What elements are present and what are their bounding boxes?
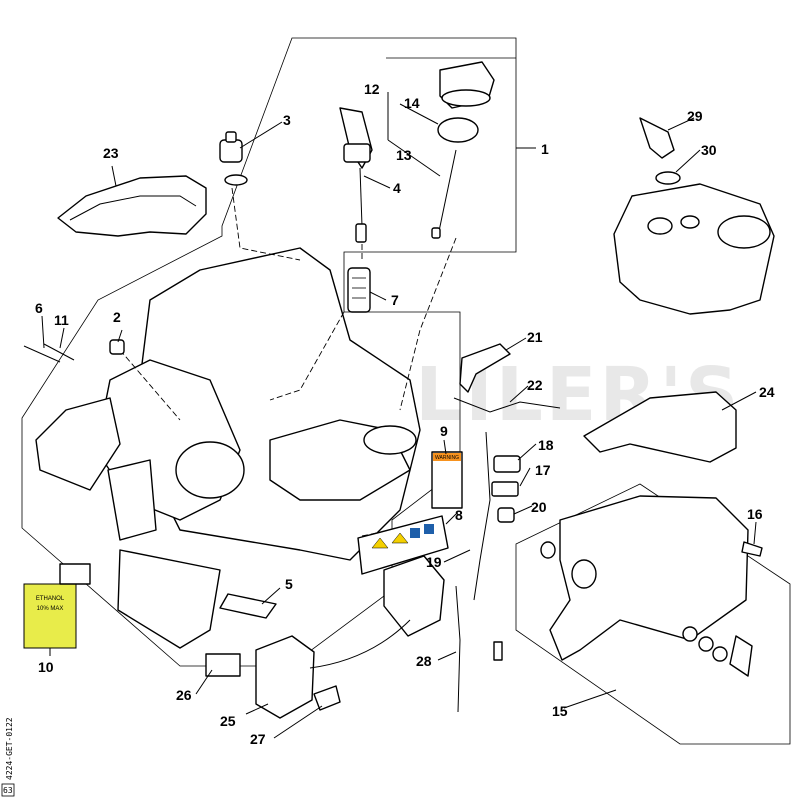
part-13-vent-hose bbox=[437, 149, 457, 237]
callout-23: 23 bbox=[103, 145, 119, 161]
callout-6: 6 bbox=[35, 300, 43, 316]
callout-25: 25 bbox=[220, 713, 236, 729]
part-11-screw bbox=[43, 343, 75, 361]
part-29-valve bbox=[639, 117, 675, 159]
part-25-grip bbox=[255, 635, 315, 719]
callout-4: 4 bbox=[393, 180, 401, 196]
callout-21: 21 bbox=[527, 329, 543, 345]
warning-label-text: WARNING bbox=[435, 455, 459, 461]
callout-2: 2 bbox=[113, 309, 121, 325]
part-9-warning-label: WARNING bbox=[431, 451, 463, 509]
callout-15: 15 bbox=[552, 703, 568, 719]
part-21-lever bbox=[459, 343, 511, 393]
part-8-decal bbox=[357, 515, 449, 575]
part-18-switch-cover bbox=[493, 455, 521, 473]
callout-13: 13 bbox=[396, 147, 412, 163]
part-10-decal: ETHANOL 10% MAX bbox=[23, 583, 77, 649]
part-28-wire bbox=[455, 585, 461, 713]
callout-27: 27 bbox=[250, 731, 266, 747]
svg-text:ETHANOL: ETHANOL bbox=[36, 596, 65, 602]
callout-20: 20 bbox=[531, 499, 547, 515]
svg-text:10% MAX: 10% MAX bbox=[37, 606, 64, 612]
callout-24: 24 bbox=[759, 384, 775, 400]
part-24-cover bbox=[583, 391, 737, 463]
part-19-wire bbox=[473, 431, 491, 601]
callout-7: 7 bbox=[391, 292, 399, 308]
part-30-washer bbox=[655, 171, 681, 185]
callout-28: 28 bbox=[416, 653, 432, 669]
callout-labels: 1 2 3 4 5 6 7 8 9 10 11 12 13 14 15 16 1… bbox=[35, 81, 775, 747]
part-14-gasket bbox=[437, 117, 479, 143]
part-26-pad bbox=[205, 653, 241, 677]
main-housing bbox=[35, 247, 421, 649]
callout-10: 10 bbox=[38, 659, 54, 675]
part-17-switch bbox=[491, 481, 519, 497]
callout-11: 11 bbox=[54, 312, 69, 328]
part-15-handle bbox=[540, 495, 753, 677]
leader-lines bbox=[41, 92, 757, 739]
callout-9: 9 bbox=[440, 423, 448, 439]
part-3-valve bbox=[219, 131, 248, 186]
part-6-screw bbox=[23, 345, 61, 363]
callout-14: 14 bbox=[404, 95, 420, 111]
callout-12: 12 bbox=[364, 81, 380, 97]
part-5-pad bbox=[219, 593, 277, 619]
part-7-fuel-filter bbox=[347, 267, 371, 313]
part-27-screw bbox=[313, 685, 341, 711]
fuel-tank bbox=[613, 183, 775, 315]
callout-17: 17 bbox=[535, 462, 551, 478]
part-16-screw bbox=[741, 541, 763, 557]
corner-mark: 63 bbox=[3, 786, 13, 795]
part-4-fuel-line bbox=[339, 107, 373, 243]
callout-19: 19 bbox=[426, 554, 442, 570]
callout-8: 8 bbox=[455, 507, 463, 523]
part-22-rod bbox=[453, 397, 561, 413]
part-20-clip bbox=[497, 507, 515, 523]
callout-3: 3 bbox=[283, 112, 291, 128]
callout-30: 30 bbox=[701, 142, 717, 158]
callout-18: 18 bbox=[538, 437, 554, 453]
callout-5: 5 bbox=[285, 576, 293, 592]
drawing-code: 4224-GET-0122 bbox=[5, 717, 14, 780]
part-2-plug bbox=[109, 339, 125, 355]
callout-22: 22 bbox=[527, 377, 543, 393]
handle-group-frame bbox=[515, 483, 791, 745]
callout-26: 26 bbox=[176, 687, 192, 703]
callout-29: 29 bbox=[687, 108, 703, 124]
part-23-handle-cover bbox=[57, 175, 207, 237]
callout-1: 1 bbox=[541, 141, 549, 157]
part-12-fuel-cap bbox=[439, 61, 495, 109]
callout-16: 16 bbox=[747, 506, 763, 522]
